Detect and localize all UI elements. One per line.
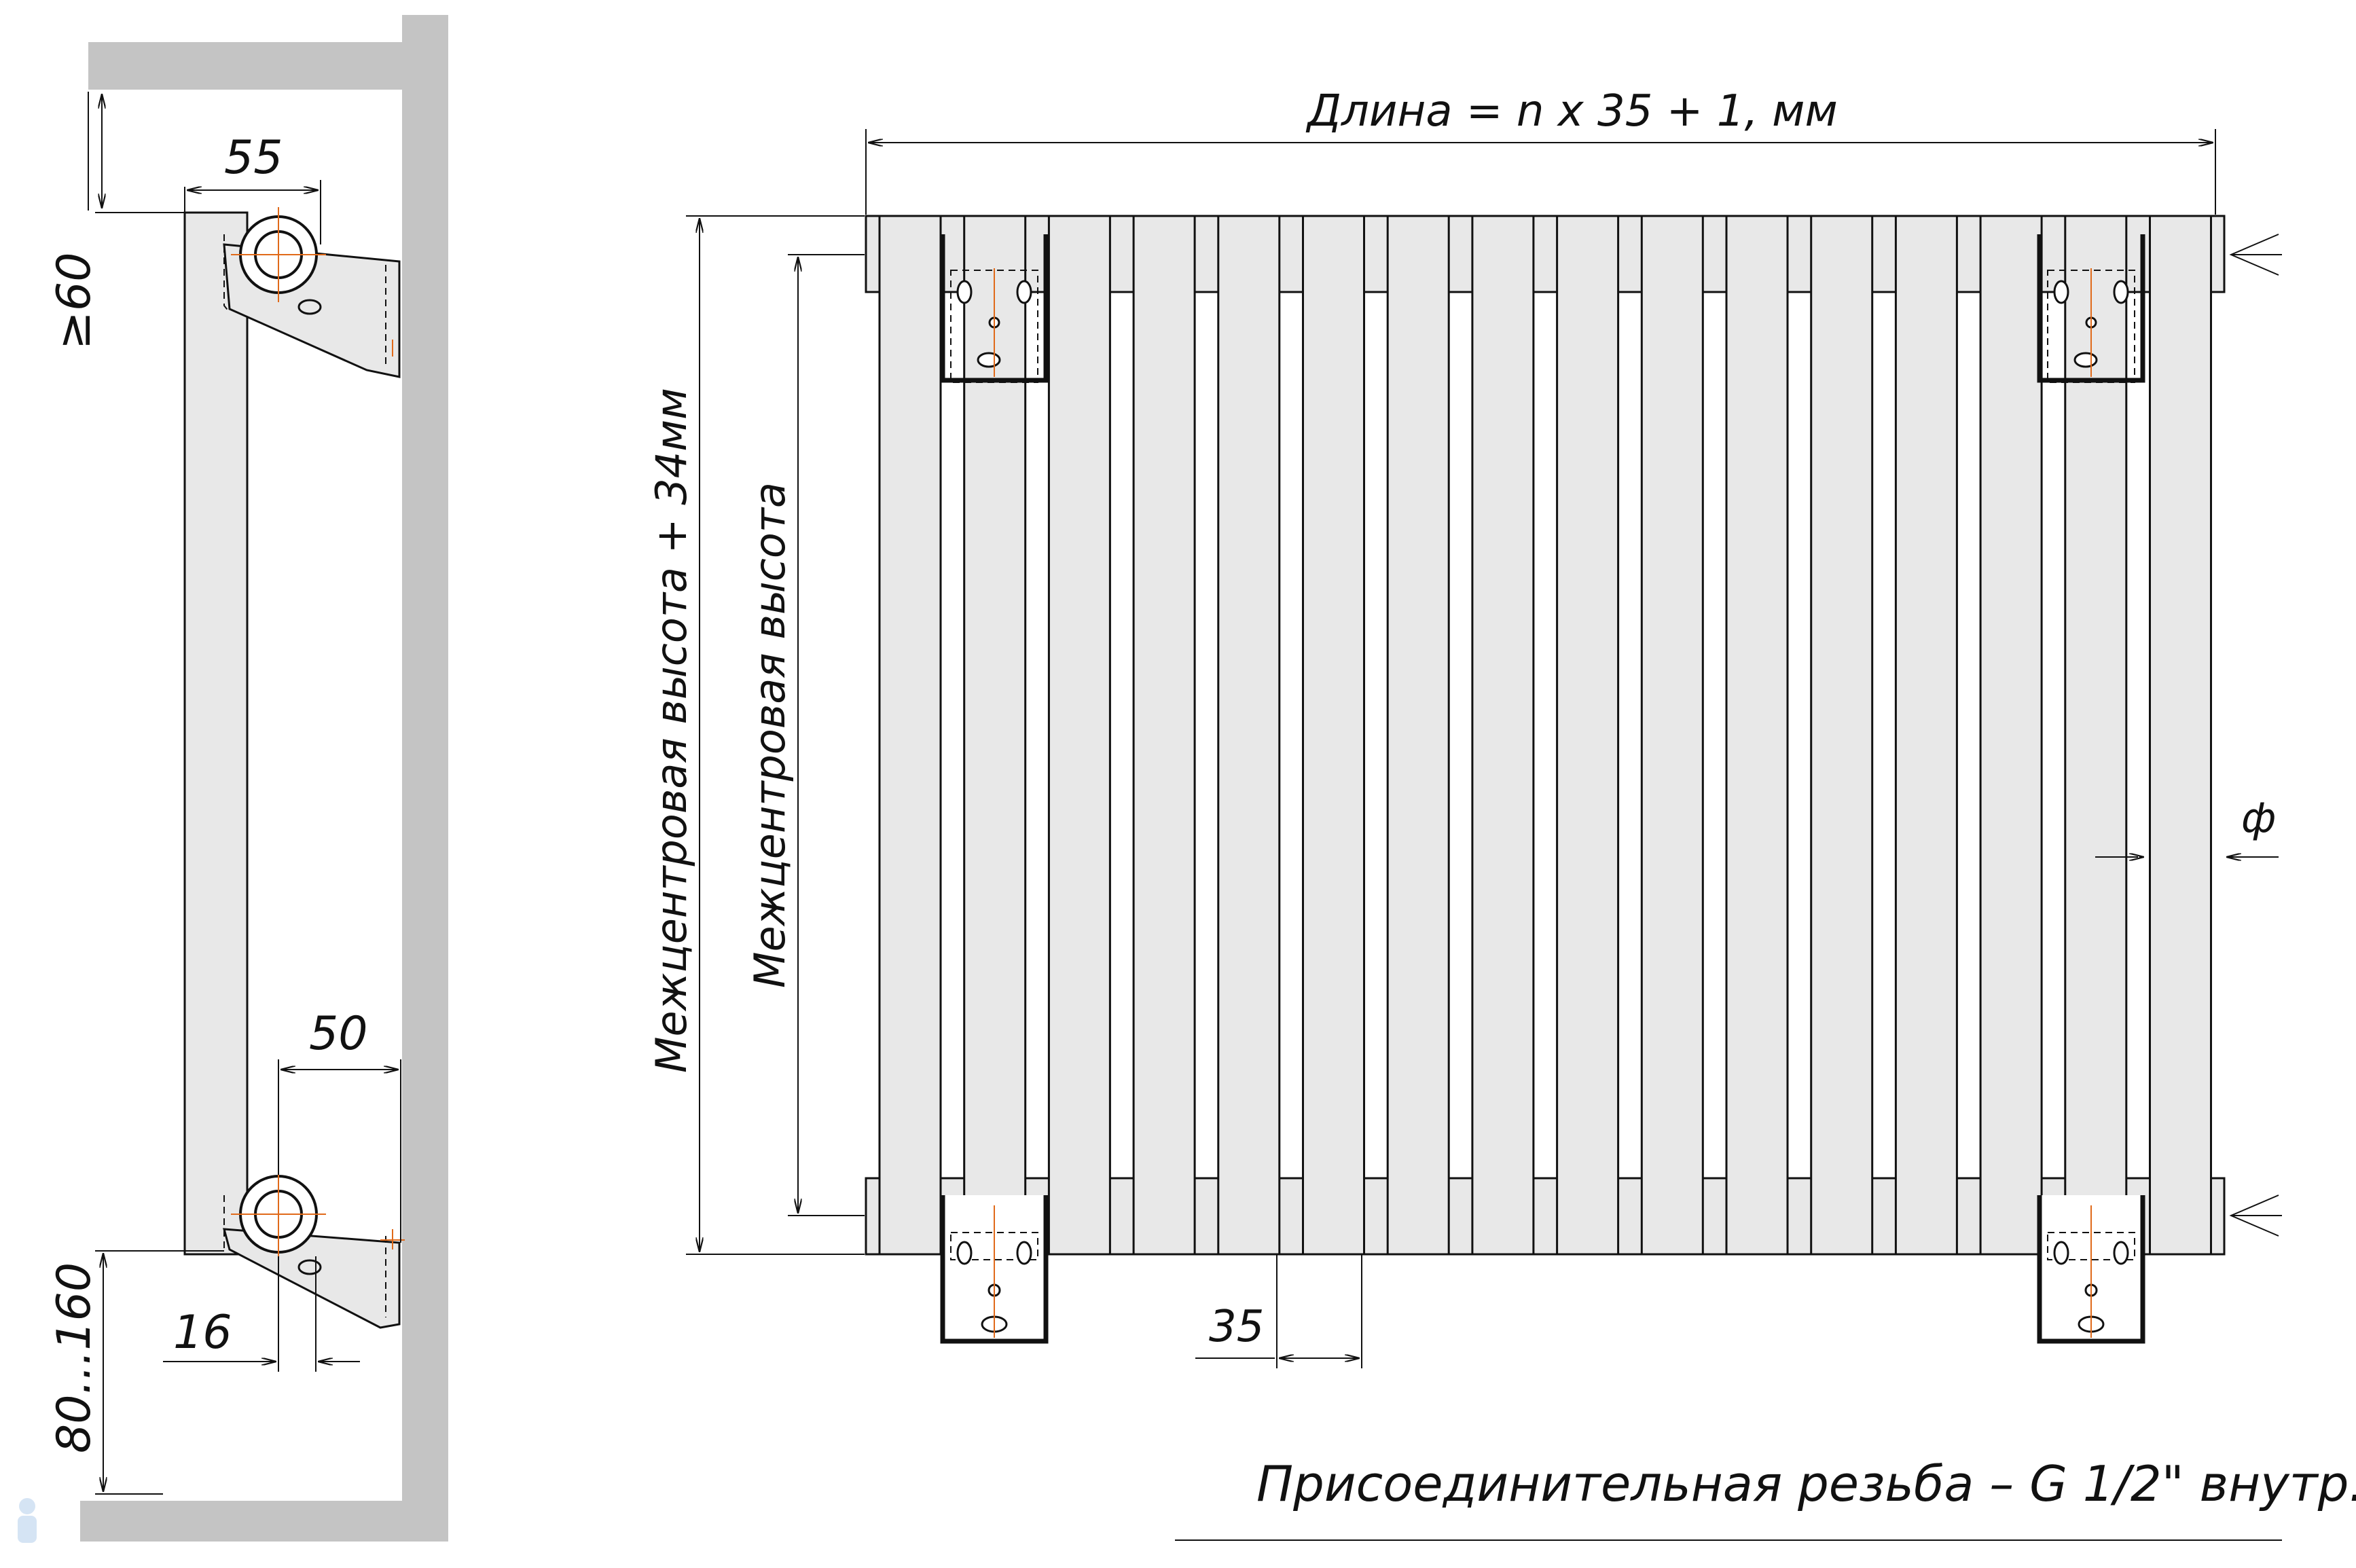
dim-floor-gap-label: 80...160 bbox=[48, 1262, 101, 1453]
dim-overall-height: Межцентровая высота + 34мм bbox=[647, 215, 865, 1255]
dim-diameter: ф bbox=[2095, 795, 2279, 857]
dim-lower-depth-label: 50 bbox=[309, 1007, 368, 1061]
radiator-section bbox=[1471, 215, 1535, 1256]
radiator-section bbox=[2064, 215, 2128, 1256]
floor-slab bbox=[80, 1501, 448, 1542]
dim-upper-depth-label: 55 bbox=[224, 131, 283, 185]
thread-note: Присоединительная резьба – G 1/2" внутр. bbox=[1175, 1455, 2356, 1541]
inlet-arrow-bottom bbox=[2229, 1195, 2282, 1237]
lower-bracket bbox=[223, 1167, 405, 1329]
dim-top-gap-label: ≥60 bbox=[48, 252, 101, 350]
radiator-section bbox=[1725, 215, 1789, 1256]
dim-diameter-label: ф bbox=[2241, 795, 2276, 842]
radiator-section bbox=[1556, 215, 1620, 1256]
dim-floor-gap: 80...160 bbox=[48, 1250, 224, 1495]
dim-upper-depth: 55 bbox=[184, 131, 321, 244]
radiator-section bbox=[1386, 215, 1450, 1256]
thread-note-text: Присоединительная резьба – G 1/2" внутр. bbox=[1256, 1455, 2356, 1512]
bracket-bottom-right bbox=[2037, 1195, 2145, 1344]
dim-length-label: Длина = n x 35 + 1, мм bbox=[1305, 86, 1838, 136]
radiator-section bbox=[963, 215, 1027, 1256]
bracket-top-right bbox=[2037, 234, 2145, 383]
watermark-figure-icon bbox=[18, 1498, 37, 1543]
front-view: Длина = n x 35 + 1, мм Межцентровая высо… bbox=[647, 86, 2282, 1368]
radiator-sections bbox=[878, 215, 2212, 1256]
radiator-section bbox=[2149, 215, 2212, 1256]
wall-vertical bbox=[402, 15, 448, 1502]
dim-pipe-offset: 16 bbox=[163, 1256, 360, 1372]
dim-center-height: Межцентровая высота bbox=[745, 254, 865, 1216]
dim-section-pitch: 35 bbox=[1195, 1254, 1362, 1368]
dim-length: Длина = n x 35 + 1, мм bbox=[865, 86, 2216, 215]
radiator-section bbox=[1217, 215, 1281, 1256]
dim-top-gap: ≥60 bbox=[48, 92, 185, 350]
radiator-section bbox=[1810, 215, 1874, 1256]
radiator-side-body bbox=[183, 211, 249, 1256]
inlet-arrow-top bbox=[2229, 234, 2282, 276]
bracket-top-left bbox=[940, 234, 1049, 383]
radiator-section bbox=[878, 215, 942, 1256]
upper-bracket bbox=[223, 207, 401, 378]
dim-pipe-offset-label: 16 bbox=[173, 1306, 232, 1360]
radiator-section bbox=[1979, 215, 2043, 1256]
radiator-section bbox=[1302, 215, 1365, 1256]
radiator-section bbox=[1894, 215, 1958, 1256]
dim-lower-depth: 50 bbox=[278, 1007, 401, 1243]
side-view: ≥60 55 50 16 80...160 bbox=[48, 15, 448, 1542]
radiator-section bbox=[1047, 215, 1111, 1256]
wall-top-slab bbox=[88, 42, 448, 90]
dim-overall-height-label: Межцентровая высота + 34мм bbox=[647, 388, 696, 1073]
radiator-section bbox=[1132, 215, 1196, 1256]
bracket-bottom-left bbox=[940, 1195, 1049, 1344]
radiator-section bbox=[1640, 215, 1704, 1256]
dim-section-pitch-label: 35 bbox=[1209, 1302, 1264, 1352]
dim-center-height-label: Межцентровая высота bbox=[745, 482, 795, 988]
